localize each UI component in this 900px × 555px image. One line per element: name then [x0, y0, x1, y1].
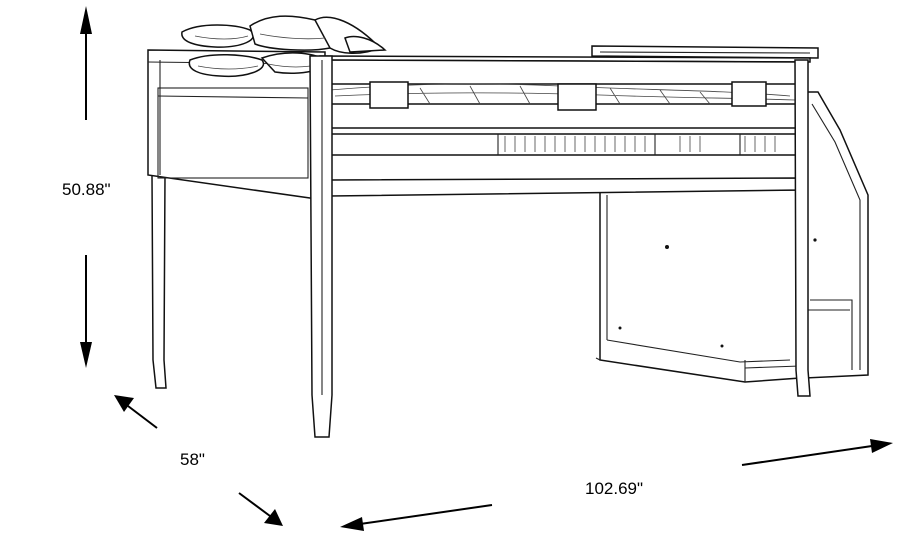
bed-side-rail — [319, 59, 806, 197]
post-front-left — [309, 55, 333, 438]
width-label: 102.69" — [585, 479, 644, 498]
depth-label: 58" — [180, 450, 205, 469]
height-label: 50.88" — [62, 180, 111, 199]
pillow-stack — [181, 15, 387, 78]
loft-bed-drawing — [147, 15, 869, 438]
stair-unit — [799, 91, 869, 379]
leg-back-left — [151, 174, 167, 389]
desk-cabinet — [595, 189, 801, 383]
width-dimension-arrow — [340, 439, 893, 531]
height-dimension-arrow — [80, 6, 92, 368]
guard-rail — [319, 45, 819, 63]
post-front-right — [794, 59, 811, 397]
depth-dimension-arrow — [114, 395, 283, 526]
